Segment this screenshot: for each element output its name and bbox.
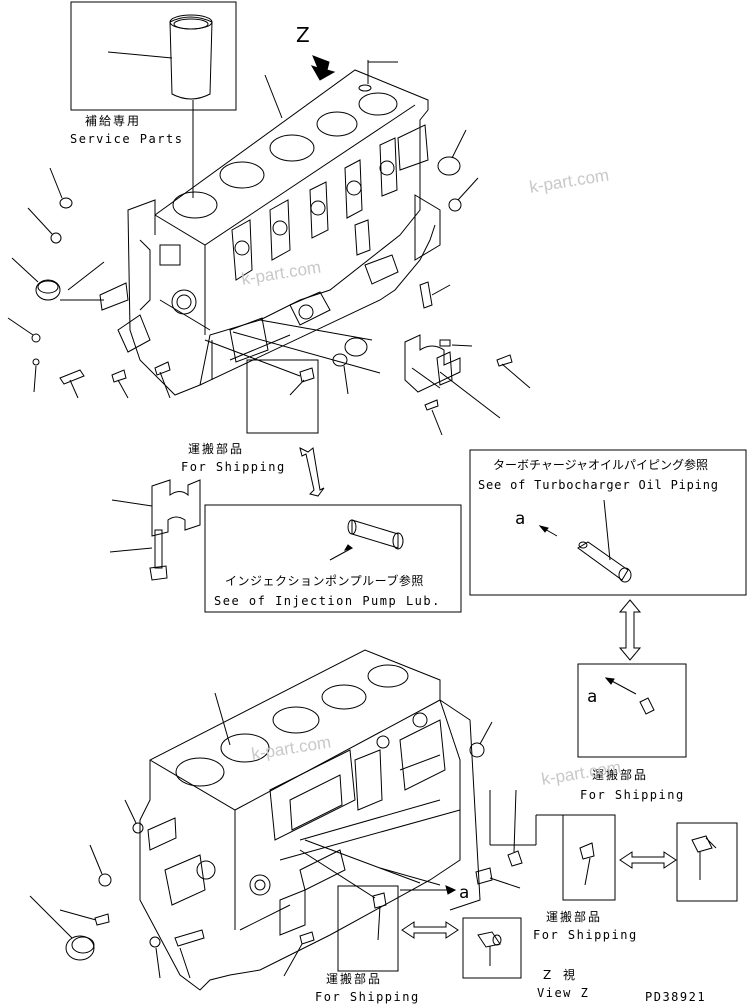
injection-pump-box	[204, 504, 462, 613]
shipping3-en-label: For Shipping	[533, 928, 638, 942]
detail-a-box	[577, 663, 687, 758]
shipping-box-3	[299, 849, 522, 979]
service-parts-jp-label: 補給専用	[85, 114, 142, 128]
bearing-cap-left	[109, 479, 201, 581]
cylinder-liner-icon	[169, 16, 213, 100]
shipping1-en-label: For Shipping	[181, 460, 286, 474]
view-z-jp-label: Z 視	[543, 968, 580, 982]
shipping2-en-label: For Shipping	[580, 788, 685, 802]
lower-a-label: a	[459, 883, 471, 903]
shipping-box-2	[562, 814, 738, 902]
turbo-jp-label: ターボチャージャオイルパイピング参照	[493, 458, 709, 472]
drawing-number: PD38921	[645, 990, 707, 1004]
bearing-cap-right	[404, 334, 531, 436]
view-z-marker: Z	[296, 23, 310, 47]
injection-pump-jp-label: インジェクションポンプルーブ参照	[225, 574, 424, 588]
service-parts-box	[70, 1, 237, 198]
shipping1-jp-label: 運搬部品	[188, 442, 245, 456]
engine-block-lower	[139, 649, 481, 991]
lower-small-parts	[29, 721, 564, 979]
double-arrow-3	[619, 851, 677, 869]
double-arrow-2	[618, 599, 642, 661]
shipping2-jp-label: 運搬部品	[592, 768, 649, 782]
service-parts-en-label: Service Parts	[70, 132, 184, 146]
shipping4-en-label: For Shipping	[315, 990, 420, 1004]
turbocharger-box	[469, 449, 747, 596]
view-z-arrow	[310, 55, 336, 81]
turbo-en-label: See of Turbocharger Oil Piping	[478, 478, 719, 492]
upper-small-parts	[7, 129, 479, 399]
box-a-label: a	[587, 687, 599, 707]
double-arrow-4	[401, 921, 459, 939]
turbo-a-label: a	[515, 509, 527, 529]
shipping3-jp-label: 運搬部品	[546, 910, 603, 924]
engine-block-upper	[127, 60, 441, 396]
shipping4-jp-label: 運搬部品	[326, 972, 383, 986]
shipping-box-1	[204, 339, 319, 434]
injection-pump-en-label: See of Injection Pump Lub.	[214, 594, 441, 608]
double-arrow-1	[299, 447, 325, 497]
view-z-en-label: View Z	[537, 986, 590, 1000]
